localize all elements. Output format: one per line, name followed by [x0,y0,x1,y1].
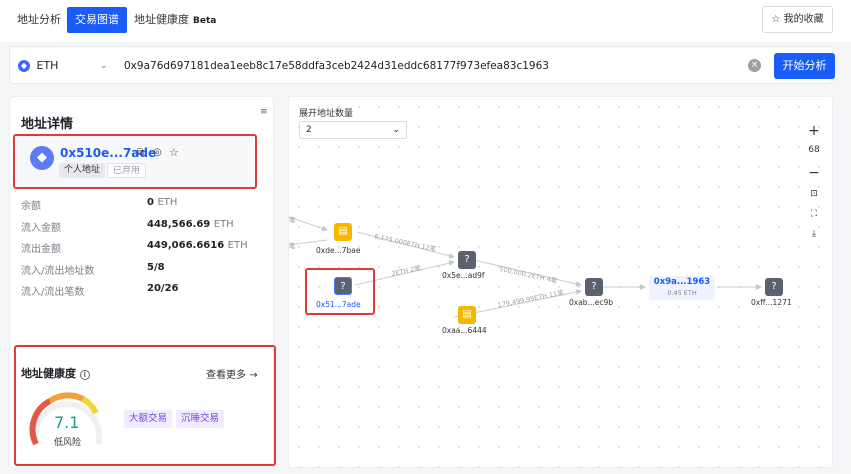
row-label: 余额 [21,201,41,212]
row-label: 流出金额 [21,244,61,255]
clear-icon[interactable]: × [748,59,761,72]
unit: ETH [157,197,178,208]
tag-personal: 个人地址 [59,163,106,178]
chevron-down-icon: ⌄ [392,125,400,135]
highlight-box [13,134,257,189]
tab-address-health[interactable]: 地址健康度 Beta [126,7,224,33]
health-title-text: 地址健康度 [21,367,76,380]
highlight-box [305,268,375,315]
search-bar: ◆ ETH ⌄ 0x9a76d697181dea1eeb8c17e58ddfa3… [9,46,835,84]
node-label: 0xaa...6444 [442,326,487,335]
download-icon[interactable]: ⤓ [812,229,816,239]
address-detail-panel: 地址详情 ≡ ◆ 0x510e...7ade ⧉ ◎ ☆ 个人地址 已弃用 余额… [9,96,276,468]
row-label: 流入/流出地址数 [21,266,95,277]
star-icon: ☆ [771,14,781,25]
chain-select-value: ETH [36,59,59,72]
row-value: 449,066.6616 ETH [147,240,248,251]
health-title: 地址健康度 i [21,365,90,381]
graph-node-selected[interactable]: ? [334,277,352,295]
graph-node[interactable]: ? [585,278,603,296]
tag-large-tx: 大额交易 [124,410,173,428]
health-gauge [29,392,102,446]
start-analysis-button[interactable]: 开始分析 [774,53,835,79]
unit: ETH [227,240,248,251]
star-icon[interactable]: ☆ [169,146,179,159]
fit-icon[interactable]: ⊡ [810,189,818,199]
document-icon: ▤ [462,309,472,320]
tab-transaction-graph[interactable]: 交易图谱 [67,7,127,33]
badge-icon[interactable]: ◎ [153,147,162,158]
beta-badge: Beta [193,16,217,26]
target-node-balance: 0.45 ETH [667,289,697,297]
address-short[interactable]: 0x510e...7ade [60,146,157,160]
node-label: 0x51...7ade [316,300,361,309]
expand-count-select[interactable]: 2⌄ [299,121,407,139]
zoom-out-button[interactable]: − [808,165,820,181]
expand-label: 展开地址数量 [299,109,354,119]
graph-node[interactable]: ? [765,278,783,296]
graph-node[interactable]: ▤ [458,306,476,324]
info-icon[interactable]: i [79,370,90,380]
tag-disabled: 已弃用 [107,163,147,178]
node-label: 0xff...1271 [751,298,792,307]
question-icon: ? [591,281,597,292]
view-more-link[interactable]: 查看更多 → [206,366,258,381]
row-value: 20/26 [147,283,178,294]
favorites-label: 我的收藏 [783,14,824,25]
health-score: 7.1 [54,413,80,432]
tag-dormant-tx: 沉睡交易 [176,410,225,428]
question-icon: ? [464,254,470,265]
value: 20/26 [147,283,179,294]
value: 449,066.6616 [147,240,225,251]
row-value: 0 ETH [147,197,177,208]
question-icon: ? [771,281,777,292]
question-icon: ? [340,281,346,292]
row-value: 5/8 [147,262,165,273]
document-icon: ▤ [338,226,348,237]
arrow-right-icon: → [249,370,258,381]
zoom-in-button[interactable]: + [808,123,820,139]
graph-node[interactable]: ▤ [334,223,352,241]
detail-title: 地址详情 [21,117,74,132]
top-nav: 地址分析 交易图谱 地址健康度 Beta ☆ 我的收藏 [0,0,851,42]
favorites-button[interactable]: ☆ 我的收藏 [762,6,833,33]
address-card: ◆ 0x510e...7ade ⧉ ◎ ☆ 个人地址 已弃用 [16,136,254,187]
value: 448,566.69 [147,219,211,230]
row-label: 流入金额 [21,223,61,234]
edge-label: 笔 [289,242,296,250]
zoom-level: 68 [808,145,820,155]
unit: ETH [213,219,234,230]
edge-label: 笔 [289,216,296,224]
view-more-text: 查看更多 [206,370,246,381]
target-node-label: 0x9a...1963 [653,277,711,287]
chevron-down-icon: ⌄ [100,61,108,71]
tab-address-analysis[interactable]: 地址分析 [17,13,61,26]
collapse-icon[interactable]: ≡ [260,107,268,117]
row-label: 流入/流出笔数 [21,287,85,298]
highlight-box [14,345,276,466]
eth-icon: ◆ [18,60,30,72]
node-label: 0xde...7bae [316,246,361,255]
value: 0 [147,197,154,208]
value: 5/8 [147,262,165,273]
copy-icon[interactable]: ⧉ [137,147,145,158]
graph-node[interactable]: ? [458,251,476,269]
row-value: 448,566.69 ETH [147,219,234,230]
risk-level: 低风险 [54,438,82,448]
eth-icon: ◆ [30,146,54,170]
address-input[interactable]: 0x9a76d697181dea1eeb8c17e58ddfa3ceb2424d… [124,60,549,72]
node-label: 0xab...ec9b [569,298,613,307]
transaction-graph[interactable]: 展开地址数量 2⌄ + 68 − ⊡ ⛶ ⤓ 笔 笔 6,175.000ETH … [288,96,833,468]
fullscreen-icon[interactable]: ⛶ [810,209,818,219]
chain-select[interactable]: ◆ ETH ⌄ [18,54,116,78]
zoom-controls: + 68 − ⊡ ⛶ ⤓ [804,123,824,249]
expand-count-value: 2 [306,125,312,135]
tab-address-health-label: 地址健康度 [134,13,189,26]
target-node[interactable]: 0x9a...1963 0.45 ETH [649,276,715,300]
node-label: 0x5e...ad9f [442,271,485,280]
